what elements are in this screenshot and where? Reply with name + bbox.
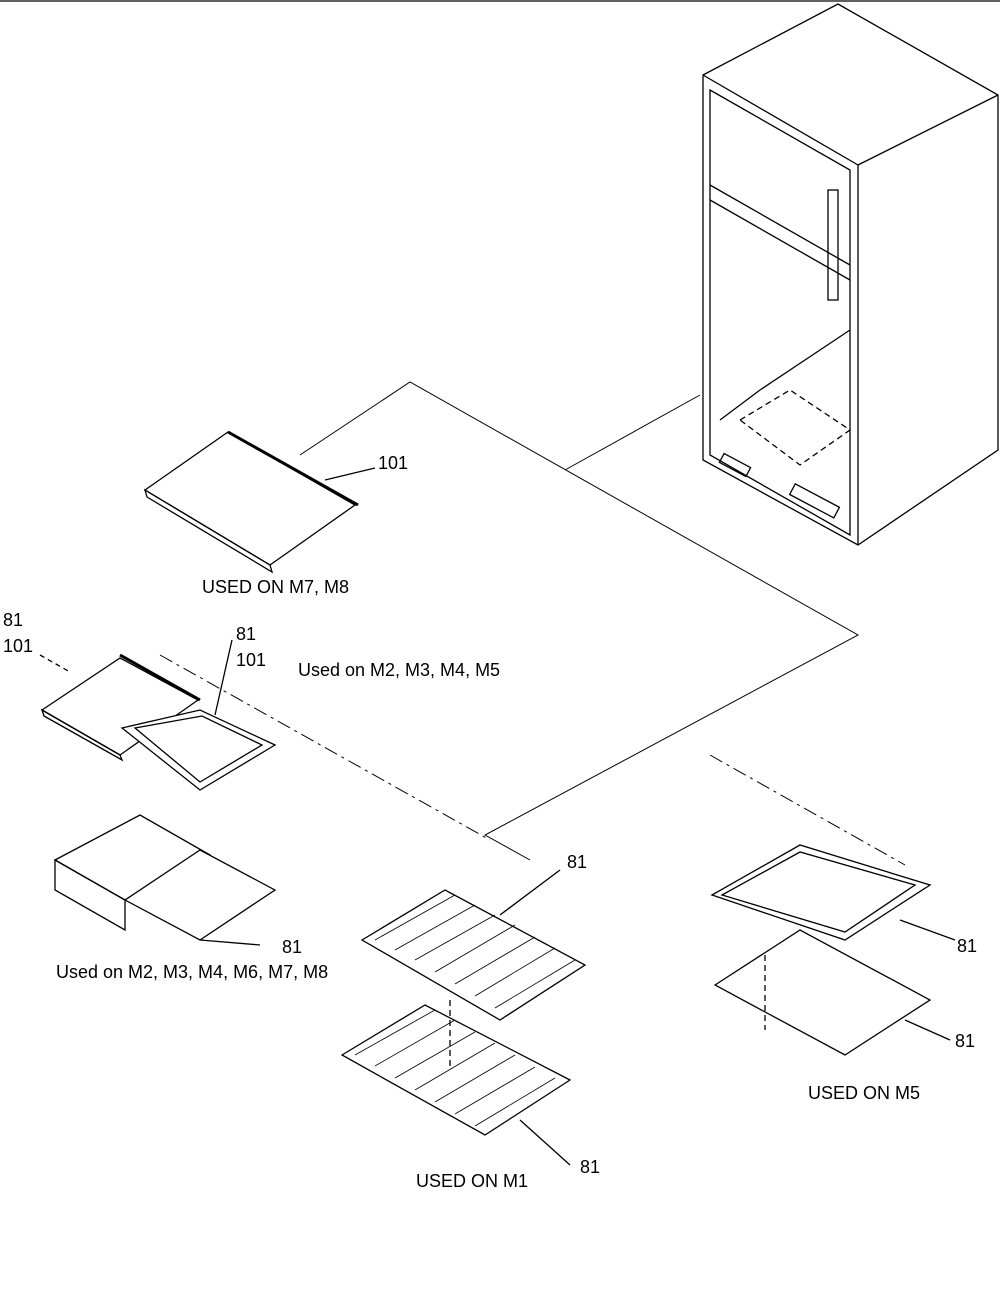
refrigerator-cabinet	[702, 3, 999, 546]
callout-101: 101	[236, 650, 267, 670]
caption-used-on-m2-m8: Used on M2, M3, M4, M6, M7, M8	[56, 962, 329, 982]
caption-used-on-m1: USED ON M1	[416, 1171, 529, 1191]
caption-used-on-m5: USED ON M5	[808, 1083, 921, 1103]
callout-81: 81	[957, 936, 978, 956]
shelf-81-101-left	[39, 653, 201, 762]
shelf-81-m5-top	[710, 844, 956, 941]
wire-shelf-81-top	[360, 869, 587, 1021]
caption-used-on-m7-m8: USED ON M7, M8	[202, 577, 350, 597]
callout-81: 81	[3, 610, 24, 630]
callout-81: 81	[282, 937, 303, 957]
wire-shelf-81-bottom	[340, 1000, 572, 1166]
assembly-lines	[159, 381, 906, 866]
shelf-101-glass	[143, 430, 376, 574]
shelf-81-drawer	[53, 814, 277, 946]
callout-81: 81	[580, 1157, 601, 1177]
callout-101: 101	[378, 453, 409, 473]
shelf-81-m5-bottom	[713, 929, 951, 1056]
callout-81: 81	[236, 624, 257, 644]
callout-101: 101	[3, 636, 34, 656]
callout-81: 81	[567, 852, 588, 872]
callout-81: 81	[955, 1031, 976, 1051]
caption-used-on-m2-m5: Used on M2, M3, M4, M5	[298, 660, 501, 680]
shelf-81-101-framed	[120, 639, 277, 791]
